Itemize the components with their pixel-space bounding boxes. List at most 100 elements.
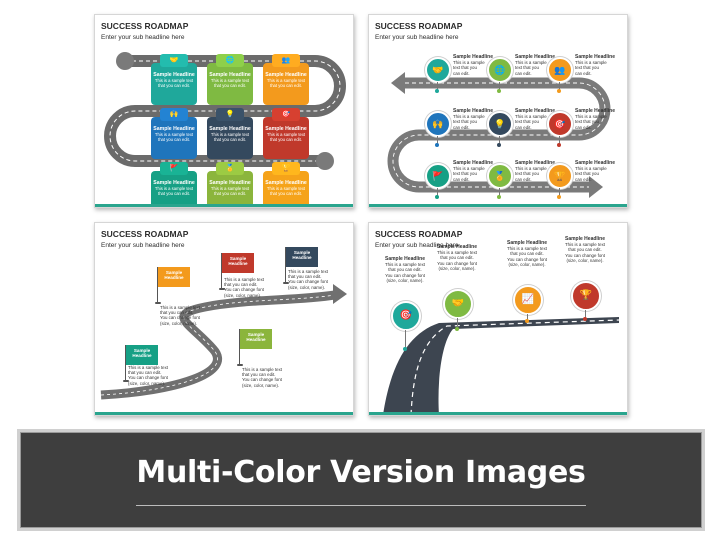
milestone-dot xyxy=(435,143,439,147)
globe-icon: 🌐 xyxy=(225,57,235,64)
flag-cloth: Sample Headline xyxy=(286,247,318,267)
target-icon: 🎯 xyxy=(281,111,291,118)
card-text: This is a sample text that you can edit. xyxy=(210,186,250,196)
milestone-stem xyxy=(499,136,501,144)
milestone-dot xyxy=(435,195,439,199)
milestone-stem xyxy=(559,136,561,144)
card-headline: Sample Headline xyxy=(153,180,195,186)
growth-icon: 📈 xyxy=(521,294,535,305)
trophy-icon: 🏆 xyxy=(554,171,566,181)
slide-subtitle: Enter your sub headline here xyxy=(375,34,459,41)
pin-bubble[interactable]: 🎯 xyxy=(391,301,421,331)
milestone-bubble[interactable]: 🚩 xyxy=(425,163,451,189)
milestone-bubble[interactable]: 🎯 xyxy=(547,111,573,137)
globe-icon: 🌐 xyxy=(494,65,506,75)
handshake-icon: 🤝 xyxy=(451,298,465,309)
pin-dot xyxy=(403,347,407,351)
milestone-stem xyxy=(437,188,439,196)
pin-dot xyxy=(455,327,459,331)
card-text: This is a sample text that you can edit. xyxy=(266,78,306,88)
card-headline: Sample Headline xyxy=(209,180,251,186)
milestone-bubble[interactable]: 🏆 xyxy=(547,163,573,189)
caption-banner: Multi-Color Version Images xyxy=(20,432,702,528)
slide-subtitle: Enter your sub headline here xyxy=(101,242,185,249)
card-text: This is a sample text that you can edit. xyxy=(154,132,194,142)
bulb-icon: 💡 xyxy=(494,119,506,129)
milestone-stem xyxy=(559,188,561,196)
pin-bubble[interactable]: 📈 xyxy=(513,285,543,315)
milestone-bubble[interactable]: 👥 xyxy=(547,57,573,83)
slide-pin-roadmap[interactable]: SUCCESS ROADMAP Enter your sub headline … xyxy=(368,222,628,416)
card-text: This is a sample text that you can edit. xyxy=(210,78,250,88)
target-icon: 🎯 xyxy=(399,310,413,321)
banner-underline xyxy=(136,505,586,506)
slide-title: SUCCESS ROADMAP xyxy=(101,21,189,31)
flag-cloth: Sample Headline xyxy=(222,253,254,273)
milestone-bubble[interactable]: 🏅 xyxy=(487,163,513,189)
card-text: This is a sample text that you can edit. xyxy=(210,132,250,142)
slide-title: SUCCESS ROADMAP xyxy=(101,229,189,239)
milestone-dot xyxy=(435,89,439,93)
milestone-bubble[interactable]: 💡 xyxy=(487,111,513,137)
milestone-dot xyxy=(497,195,501,199)
flag-cloth: Sample Headline xyxy=(158,267,190,287)
pin-stem xyxy=(527,314,529,320)
milestone-dot xyxy=(557,143,561,147)
milestone-bubble[interactable]: 🌐 xyxy=(487,57,513,83)
milestone-stem xyxy=(559,82,561,90)
pin-dot xyxy=(583,317,587,321)
slide-arrow-roadmap[interactable]: SUCCESS ROADMAP Enter your sub headline … xyxy=(368,14,628,208)
card-text: This is a sample text that you can edit. xyxy=(266,132,306,142)
slide-flag-roadmap[interactable]: SUCCESS ROADMAP Enter your sub headline … xyxy=(94,222,354,416)
card-text: This is a sample text that you can edit. xyxy=(154,186,194,196)
milestone-dot xyxy=(497,143,501,147)
milestone-dot xyxy=(557,195,561,199)
goal-icon: 🚩 xyxy=(169,165,179,172)
target-icon: 🎯 xyxy=(554,119,566,129)
flag-cloth: Sample Headline xyxy=(240,329,272,349)
pin-bubble[interactable]: 🤝 xyxy=(443,289,473,319)
bulb-icon: 💡 xyxy=(225,111,235,118)
card-text: This is a sample text that you can edit. xyxy=(266,186,306,196)
milestone-bubble[interactable]: 🤝 xyxy=(425,57,451,83)
milestone-dot xyxy=(557,89,561,93)
trophy-icon: 🏆 xyxy=(579,290,593,301)
milestone-stem xyxy=(499,82,501,90)
pin-stem xyxy=(405,330,407,348)
slide-card-roadmap[interactable]: SUCCESS ROADMAP Enter your sub headline … xyxy=(94,14,354,208)
milestone-stem xyxy=(437,82,439,90)
milestone-bubble[interactable]: 🙌 xyxy=(425,111,451,137)
perspective-road xyxy=(383,317,620,415)
milestone-stem xyxy=(437,136,439,144)
flag-cloth: Sample Headline xyxy=(126,345,158,365)
award-icon: 🏅 xyxy=(494,171,506,181)
pin-stem xyxy=(457,318,459,328)
milestone-stem xyxy=(499,188,501,196)
pin-bubble[interactable]: 🏆 xyxy=(571,281,601,311)
award-icon: 🏅 xyxy=(225,165,235,172)
celebrate-icon: 🙌 xyxy=(432,119,444,129)
handshake-icon: 🤝 xyxy=(169,57,179,64)
